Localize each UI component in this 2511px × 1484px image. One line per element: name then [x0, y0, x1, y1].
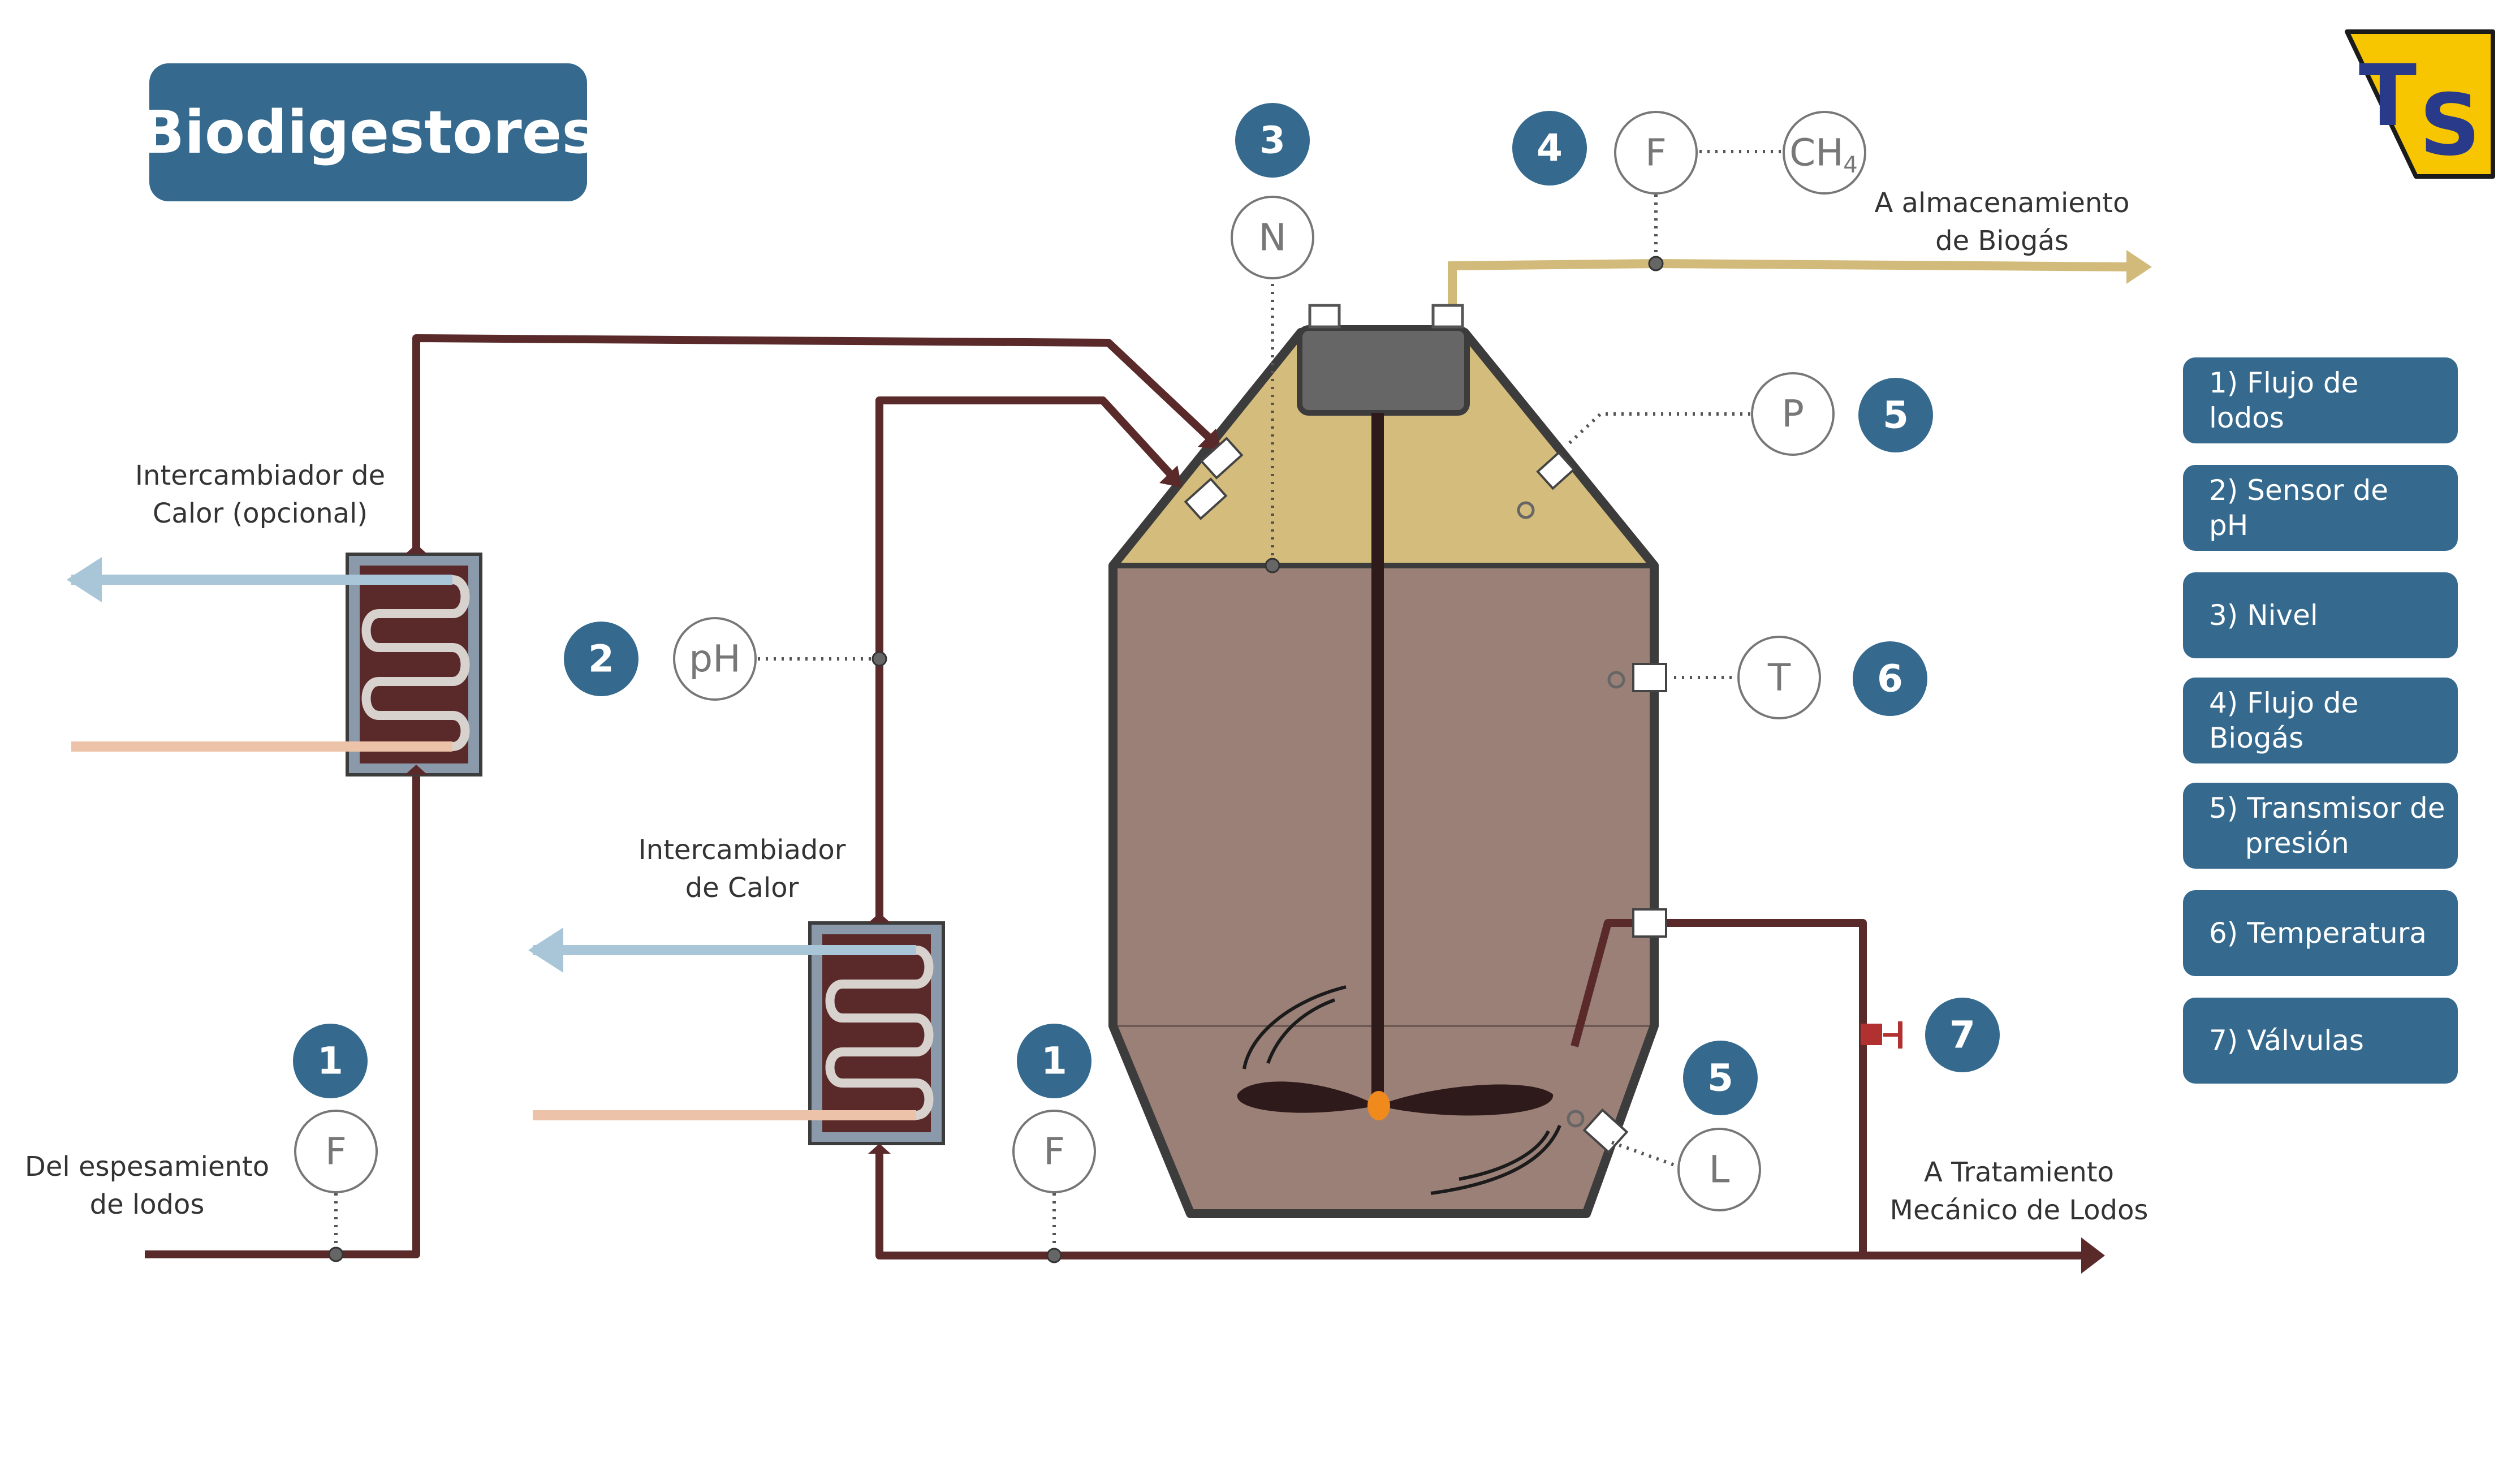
sensor-probes — [1517, 501, 1625, 1128]
markers — [293, 103, 2000, 1115]
ph-sensor-label: pH — [689, 637, 741, 681]
legend-item-temperatura: 6) Temperatura — [2183, 890, 2458, 976]
sensor-circles — [294, 111, 1866, 1211]
legend-item-flujo-lodos: 1) Flujo de lodos — [2183, 357, 2458, 443]
logo-letter-s: S — [2419, 76, 2480, 175]
label-to-treatment: A Tratamiento Mecánico de Lodos — [1889, 1157, 2148, 1227]
heat-exchanger-icon — [528, 913, 945, 1154]
flow-sensor-label: F — [1043, 1130, 1065, 1174]
marker-6: 6 — [1877, 657, 1903, 701]
agitator-icon — [1237, 413, 1561, 1195]
legend-item-flujo-biogas: 4) Flujo de Biogás — [2183, 678, 2458, 763]
marker-1: 1 — [317, 1039, 343, 1083]
page-title: Biodigestores — [140, 63, 597, 201]
level-sensor-label: N — [1258, 216, 1286, 260]
flow-sensor-label: F — [325, 1130, 347, 1174]
legend-label: 7) Válvulas — [2209, 1024, 2364, 1057]
marker-3: 3 — [1259, 119, 1285, 162]
marker-7: 7 — [1949, 1013, 1975, 1057]
ch4-sensor-label: CH — [1789, 131, 1844, 175]
legend-label: 3) Nivel — [2209, 598, 2318, 632]
flange-icon — [1308, 304, 1341, 329]
legend-item-transmisor-presion: 5) Transmisor de presión — [2183, 783, 2458, 869]
temperature-sensor-label: T — [1767, 656, 1791, 700]
ch4-subscript: 4 — [1843, 152, 1857, 178]
flange-icon — [1431, 304, 1464, 329]
sensor-taps — [328, 256, 1664, 1263]
pressure-sensor-label: P — [1781, 392, 1804, 436]
level-l-sensor-label: L — [1709, 1148, 1730, 1192]
legend-item-valvulas: 7) Válvulas — [2183, 998, 2458, 1084]
legend-item-sensor-ph: 2) Sensor de pH — [2183, 465, 2458, 551]
legend-label: 6) Temperatura — [2209, 916, 2427, 950]
heat-exchanger-icon — [67, 544, 482, 776]
outlet-arrow — [2081, 1237, 2105, 1274]
marker-1: 1 — [1041, 1039, 1067, 1083]
legend-label: 4) Flujo de Biogás — [2209, 686, 2359, 755]
biogas-flow-sensor-label: F — [1645, 131, 1667, 175]
legend-label: 2) Sensor de pH — [2209, 473, 2388, 542]
logo-letter-t: T — [2359, 47, 2417, 145]
legend-label: 5) Transmisor de presión — [2209, 791, 2445, 860]
valve-icon — [1861, 1021, 1902, 1049]
marker-5: 5 — [1707, 1056, 1733, 1100]
company-logo: T S — [2345, 29, 2495, 179]
sensor-connectors — [334, 150, 1784, 1252]
legend-label: 1) Flujo de lodos — [2209, 366, 2359, 435]
page-title-text: Biodigestores — [139, 98, 597, 167]
tank-fittings — [1184, 437, 1667, 1154]
label-inlet: Del espesamiento de lodos — [24, 1151, 270, 1221]
marker-5: 5 — [1883, 394, 1909, 437]
label-exchanger-optional: Intercambiador de Calor (opcional) — [135, 460, 386, 530]
marker-4: 4 — [1537, 127, 1563, 170]
marker-2: 2 — [588, 637, 614, 681]
label-exchanger: Intercambiador de Calor — [638, 834, 846, 904]
label-to-storage: A almacenamiento de Biogás — [1874, 187, 2130, 257]
legend-item-nivel: 3) Nivel — [2183, 572, 2458, 658]
tank-lid — [1297, 325, 1470, 416]
